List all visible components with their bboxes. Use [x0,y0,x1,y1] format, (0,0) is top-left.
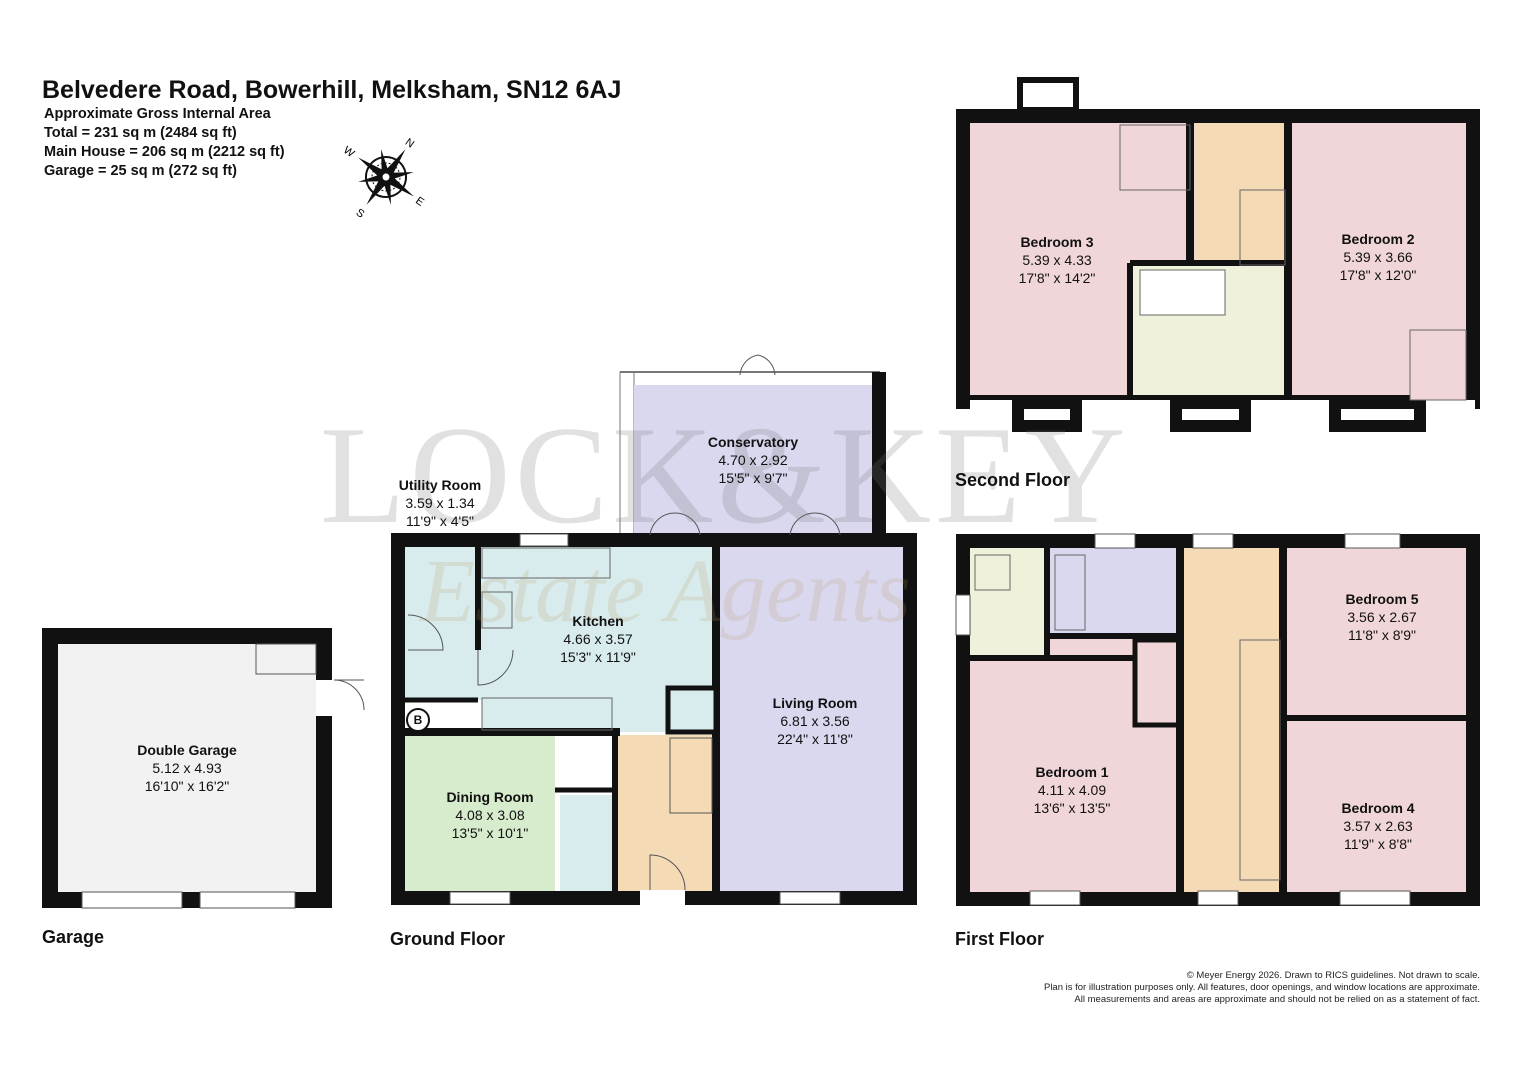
room-imperial: 11'8" x 8'9" [1348,627,1416,643]
room-double-garage: Double Garage 5.12 x 4.93 16'10" x 16'2" [137,741,237,795]
room-metric: 3.56 x 2.67 [1347,609,1417,625]
room-bedroom-4: Bedroom 4 3.57 x 2.63 11'9" x 8'8" [1341,799,1414,853]
room-kitchen: Kitchen 4.66 x 3.57 15'3" x 11'9" [560,612,636,666]
area-heading: Approximate Gross Internal Area [44,106,271,122]
room-name: Bedroom 5 [1345,591,1419,607]
room-metric: 5.12 x 4.93 [152,760,222,776]
room-metric: 5.39 x 4.33 [1022,252,1092,268]
room-metric: 3.57 x 2.63 [1343,818,1413,834]
total-area: Total = 231 sq m (2484 sq ft) [44,125,237,141]
second-floor-plan [956,77,1480,432]
room-imperial: 13'6" x 13'5" [1033,800,1111,816]
garage-area: Garage = 25 sq m (272 sq ft) [44,163,238,179]
room-name: Living Room [772,695,858,711]
compass-s: S [353,207,366,221]
room-imperial: 15'3" x 11'9" [560,649,636,665]
first-floor-plan [955,533,1480,906]
main-house-area: Main House = 206 sq m (2212 sq ft) [44,144,285,160]
room-imperial: 13'5" x 10'1" [451,825,529,841]
disclaimer-line-3: All measurements and areas are approxima… [1074,994,1480,1005]
floor-label-first: First Floor [955,929,1044,949]
room-metric: 5.39 x 3.66 [1343,249,1413,265]
room-imperial: 16'10" x 16'2" [144,778,230,794]
room-name: Bedroom 4 [1341,800,1415,816]
room-metric: 4.70 x 2.92 [718,452,788,468]
room-imperial: 15'5" x 9'7" [718,470,788,486]
room-name: Bedroom 3 [1020,234,1094,250]
room-imperial: 22'4" x 11'8" [777,731,853,747]
compass-e: E [413,195,426,209]
room-name: Double Garage [137,742,237,758]
floor-label-garage: Garage [42,927,105,947]
room-bedroom-1: Bedroom 1 4.11 x 4.09 13'6" x 13'5" [1034,763,1111,817]
disclaimer: © Meyer Energy 2026. Drawn to RICS guide… [1044,970,1480,1006]
room-bedroom-3: Bedroom 3 5.39 x 4.33 17'8" x 14'2" [1019,233,1096,287]
room-metric: 4.66 x 3.57 [563,631,633,647]
room-imperial: 11'9" x 8'8" [1344,836,1412,852]
room-name: Dining Room [446,789,534,805]
room-name: Bedroom 1 [1035,764,1109,780]
floor-label-ground: Ground Floor [390,929,505,949]
disclaimer-line-2: Plan is for illustration purposes only. … [1043,982,1480,993]
compass-n: N [403,136,416,150]
floor-label-second: Second Floor [955,470,1071,490]
room-name: Bedroom 2 [1341,231,1415,247]
room-metric: 6.81 x 3.56 [780,713,850,729]
room-imperial: 17'8" x 12'0" [1339,267,1417,283]
room-name: Conservatory [707,434,799,450]
property-address-title: Belvedere Road, Bowerhill, Melksham, SN1… [42,76,622,104]
disclaimer-line-1: © Meyer Energy 2026. Drawn to RICS guide… [1186,970,1480,981]
boiler-icon: B [406,708,430,732]
ground-floor-plan [391,354,917,906]
room-bedroom-5: Bedroom 5 3.56 x 2.67 11'8" x 8'9" [1345,590,1418,644]
room-dining: Dining Room 4.08 x 3.08 13'5" x 10'1" [446,788,533,842]
compass-rose-icon: N S E W [341,136,426,221]
compass-w: W [341,144,357,160]
room-living: Living Room 6.81 x 3.56 22'4" x 11'8" [773,694,858,748]
garage-plan [42,628,365,909]
room-imperial: 17'8" x 14'2" [1018,270,1096,286]
room-name: Utility Room [398,477,482,493]
room-imperial: 11'9" x 4'5" [406,513,474,529]
room-metric: 4.11 x 4.09 [1037,782,1107,798]
room-metric: 3.59 x 1.34 [405,495,475,511]
room-metric: 4.08 x 3.08 [455,807,525,823]
room-bedroom-2: Bedroom 2 5.39 x 3.66 17'8" x 12'0" [1340,230,1417,284]
room-name: Kitchen [572,613,624,629]
room-utility: Utility Room 3.59 x 1.34 11'9" x 4'5" [399,476,481,530]
room-conservatory: Conservatory 4.70 x 2.92 15'5" x 9'7" [708,433,798,487]
